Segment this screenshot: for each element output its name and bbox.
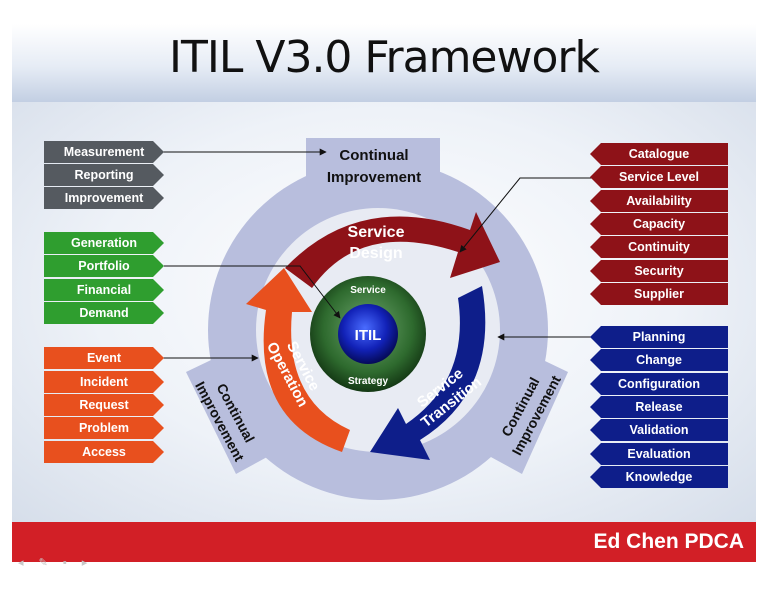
right-improvement-tab (478, 350, 568, 474)
service-design-arc (285, 212, 500, 288)
footer-author: Ed Chen PDCA (593, 530, 744, 553)
connector-design (459, 177, 592, 253)
label-event: Event (44, 347, 164, 369)
label-evaluation: Evaluation (590, 443, 728, 465)
slide-nav-icons[interactable]: ◂ ✎ ▪ ▸ (18, 557, 94, 569)
label-request: Request (44, 394, 164, 416)
footer-bar: Ed Chen PDCA (12, 522, 756, 562)
service-operation-arc (246, 268, 350, 452)
label-supplier: Supplier (590, 283, 728, 305)
itil-core (338, 304, 398, 364)
slide-title: ITIL V3.0 Framework (169, 32, 600, 83)
label-security: Security (590, 260, 728, 282)
top-improvement-tab (306, 138, 440, 200)
label-catalogue: Catalogue (590, 143, 728, 165)
label-reporting: Reporting (44, 164, 164, 186)
service-transition-arc (370, 286, 486, 460)
label-problem: Problem (44, 417, 164, 439)
core-label: ITIL (355, 327, 382, 344)
design-label-1: Service (348, 224, 405, 241)
label-availability: Availability (590, 190, 728, 212)
top-tab-label-1: Continual (339, 147, 408, 164)
label-improvement: Improvement (44, 187, 164, 209)
label-release: Release (590, 396, 728, 418)
label-knowledge: Knowledge (590, 466, 728, 488)
label-change: Change (590, 349, 728, 371)
label-generation: Generation (44, 232, 164, 254)
label-measurement: Measurement (44, 141, 164, 163)
label-access: Access (44, 441, 164, 463)
label-capacity: Capacity (590, 213, 728, 235)
design-label-2: Design (349, 245, 402, 262)
label-demand: Demand (44, 302, 164, 324)
label-continuity: Continuity (590, 236, 728, 258)
top-tab-label-2: Improvement (327, 169, 421, 186)
label-service-level: Service Level (590, 166, 728, 188)
title-bar: ITIL V3.0 Framework (12, 24, 756, 102)
label-configuration: Configuration (590, 373, 728, 395)
label-financial: Financial (44, 279, 164, 301)
left-improvement-tab (186, 350, 280, 474)
label-portfolio: Portfolio (44, 255, 164, 277)
label-planning: Planning (590, 326, 728, 348)
label-validation: Validation (590, 419, 728, 441)
ring-bottom-label: Strategy (348, 376, 388, 387)
ring-top-label: Service (350, 285, 386, 296)
label-incident: Incident (44, 371, 164, 393)
connector-strategy (164, 265, 341, 319)
